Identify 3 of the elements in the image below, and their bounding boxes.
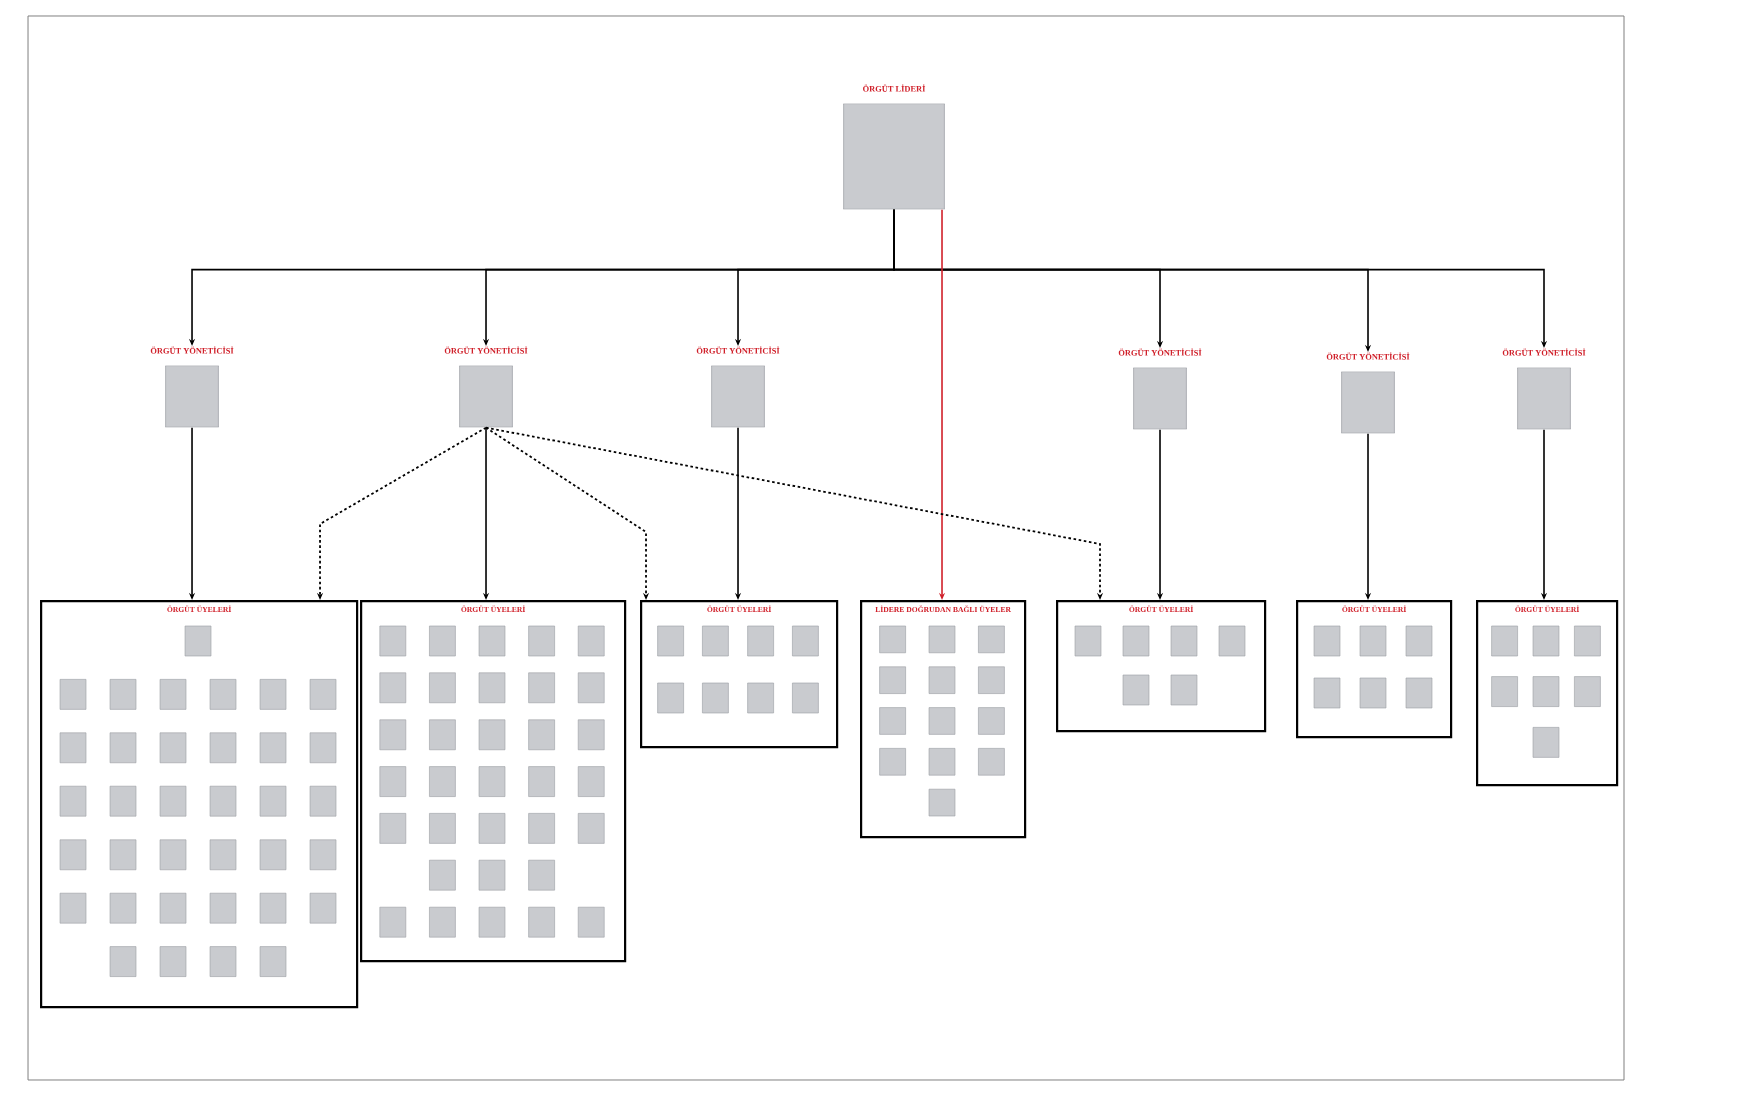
arrow: [893, 208, 1548, 348]
arrow: [485, 426, 650, 600]
arrow: [485, 426, 1104, 600]
